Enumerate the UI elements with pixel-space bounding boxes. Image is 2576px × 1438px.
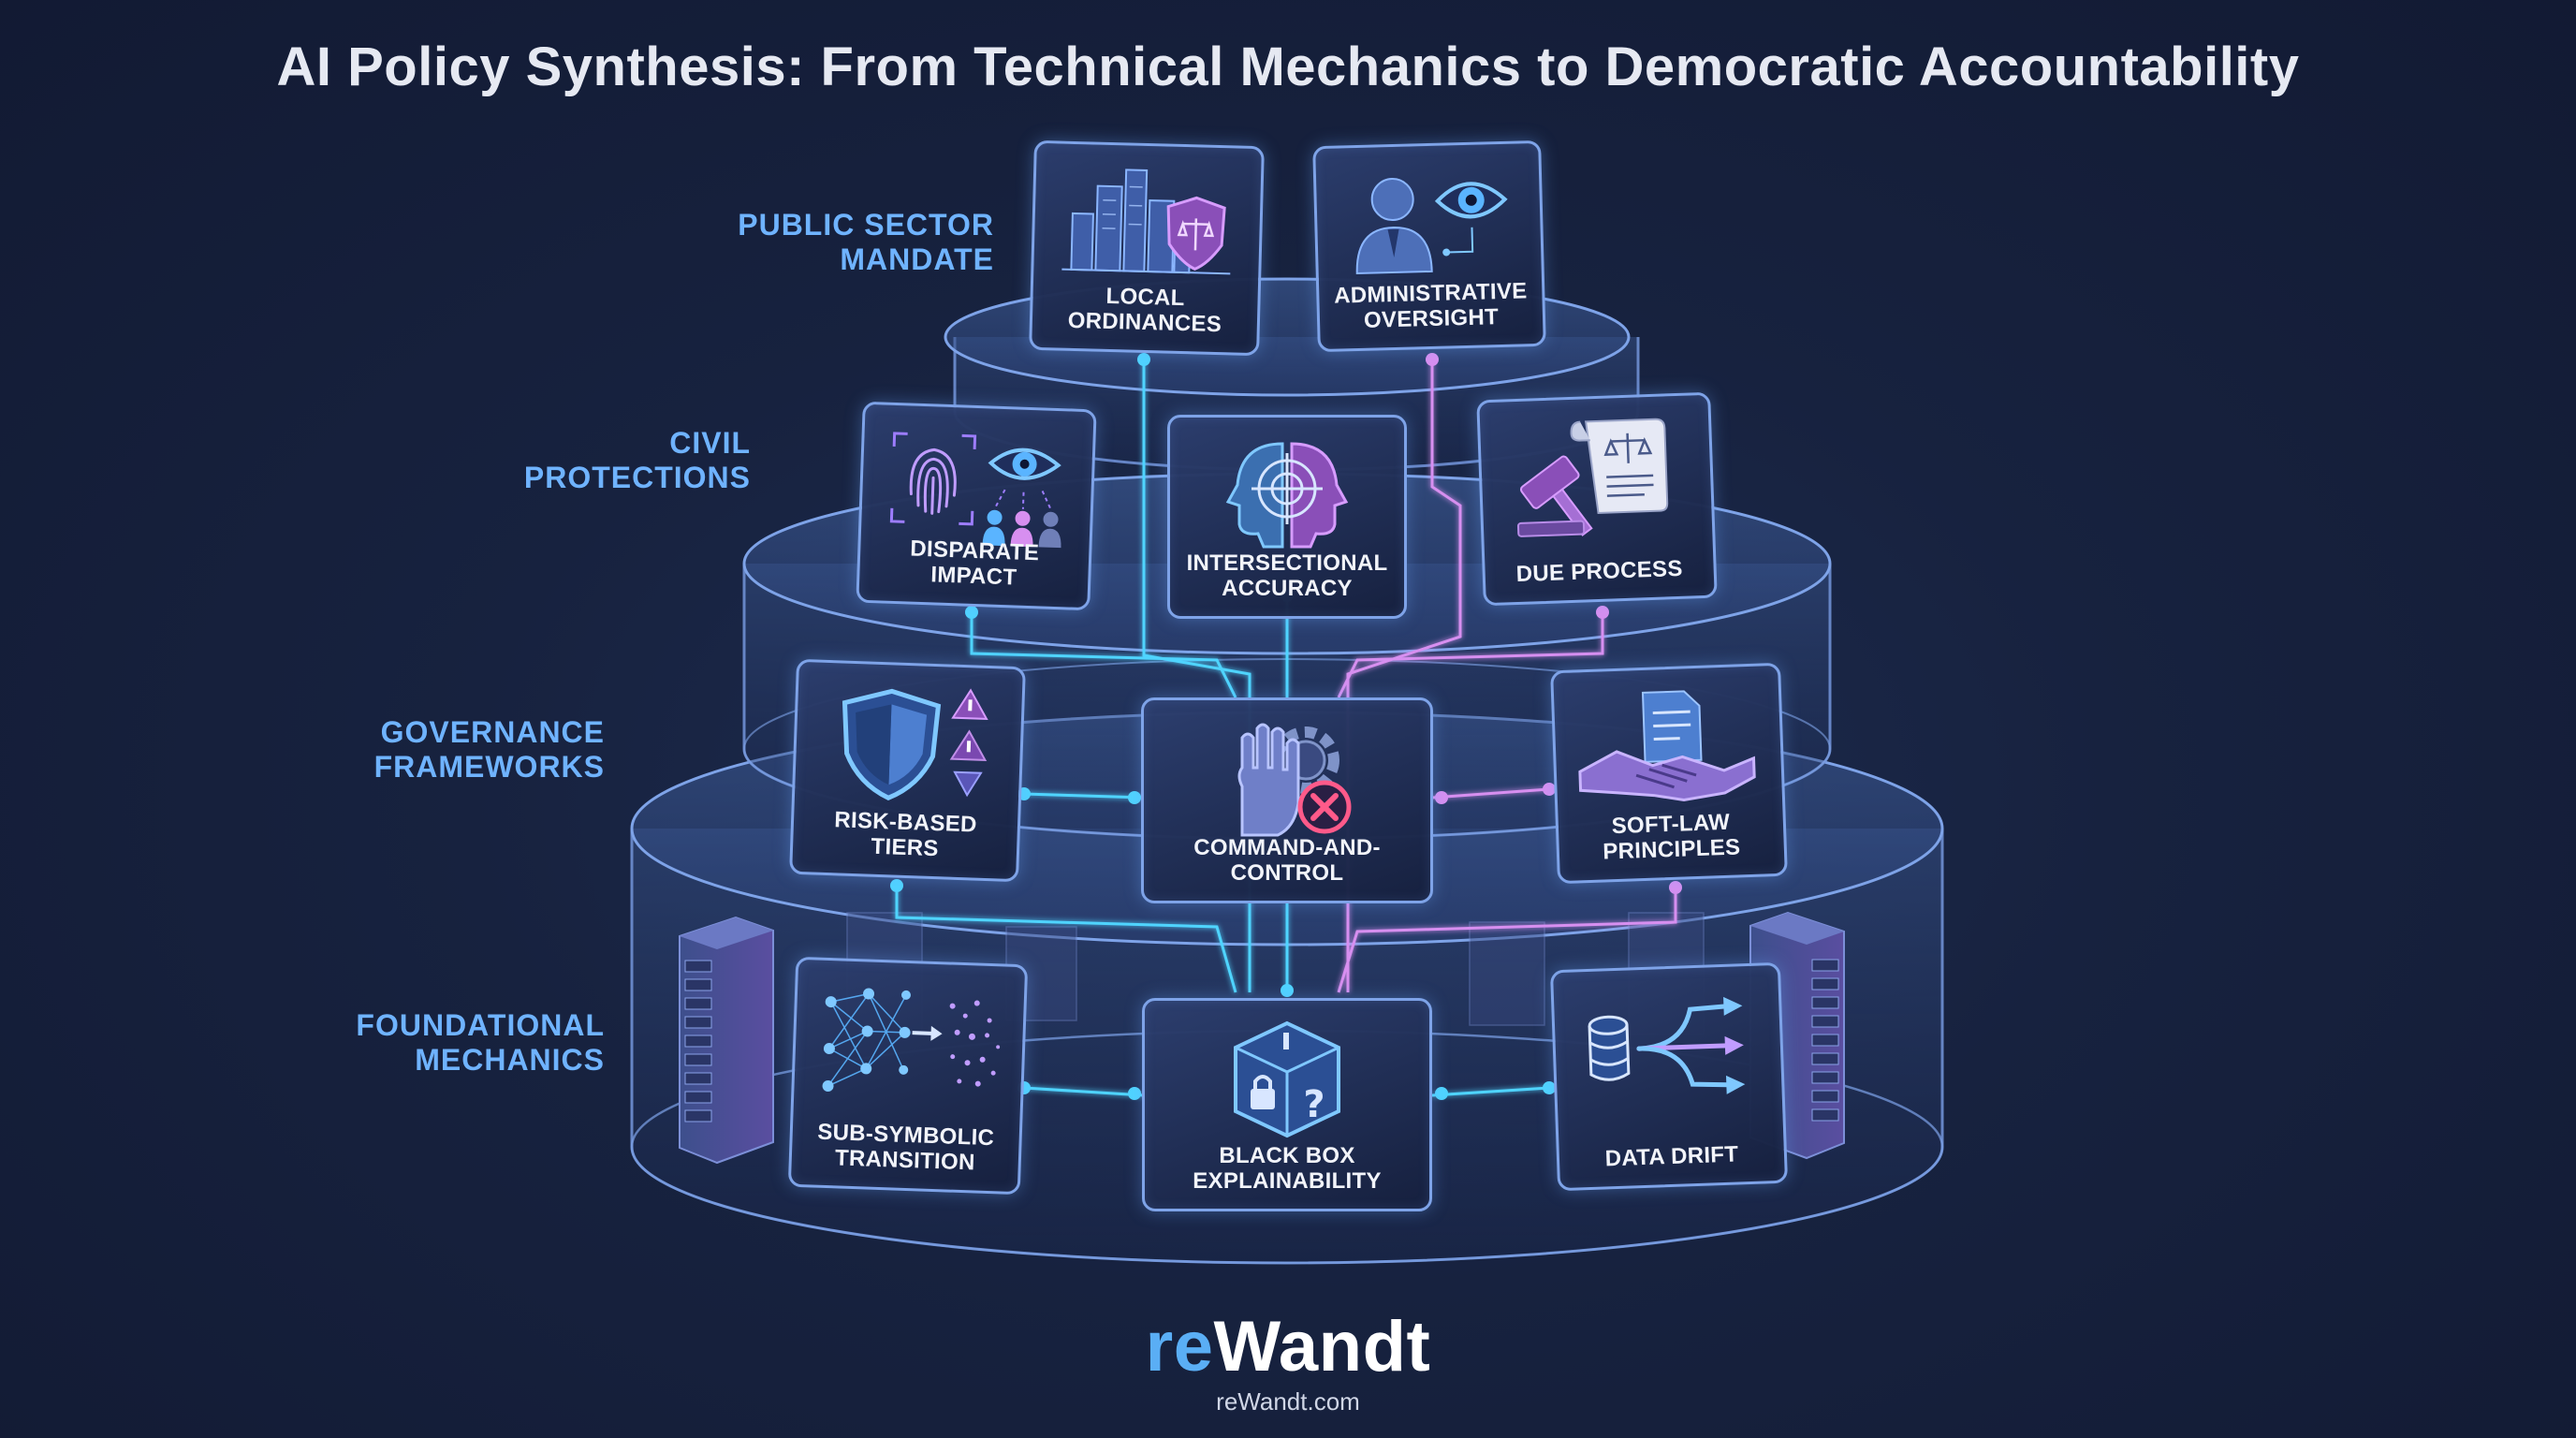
card-label: COMMAND-AND-CONTROL: [1149, 835, 1425, 886]
card-label: ADMINISTRATIVE OVERSIGHT: [1325, 278, 1537, 334]
card-label: LOCAL ORDINANCES: [1038, 282, 1252, 338]
card-data-drift: DATA DRIFT: [1549, 961, 1789, 1192]
card-black-box-explainability: ? BLACK BOX EXPLAINABILITY: [1142, 998, 1432, 1211]
official-eye-icon: [1316, 156, 1542, 288]
page-title: AI Policy Synthesis: From Technical Mech…: [276, 37, 2300, 97]
shield-warning-icon: [794, 675, 1022, 818]
card-label: DUE PROCESS: [1490, 555, 1708, 588]
locked-box-question-icon: ?: [1145, 1014, 1429, 1150]
tier-label-public-sector: PUBLIC SECTOR MANDATE: [601, 208, 994, 277]
database-branch-icon: [1554, 978, 1783, 1122]
card-command-and-control: COMMAND-AND-CONTROL: [1141, 697, 1433, 903]
svg-text:?: ?: [1303, 1083, 1325, 1126]
card-label-line: RISK-BASED TIERS: [833, 807, 978, 862]
head-target-icon: [1170, 431, 1404, 557]
brand-logo-prefix: re: [1145, 1307, 1214, 1387]
tier-label-line: MECHANICS: [415, 1043, 605, 1077]
card-label: INTERSECTIONAL ACCURACY: [1176, 550, 1398, 601]
card-label: SUB-SYMBOLIC TRANSITION: [797, 1119, 1014, 1177]
card-intersectional-accuracy: INTERSECTIONAL ACCURACY: [1167, 415, 1407, 619]
card-label-line: ACCURACY: [1222, 576, 1353, 601]
card-sub-symbolic-transition: SUB-SYMBOLIC TRANSITION: [787, 956, 1029, 1196]
tier-label-line: FRAMEWORKS: [373, 750, 605, 784]
tier-label-line: PUBLIC SECTOR: [738, 208, 994, 242]
card-label-line: COMMAND-AND-CONTROL: [1193, 835, 1381, 886]
neural-network-icon: [794, 973, 1025, 1116]
card-label-line: BLACK BOX: [1219, 1143, 1355, 1168]
card-label: DISPARATE IMPACT: [865, 535, 1084, 593]
brand-logo-suffix: Wandt: [1213, 1307, 1431, 1387]
brand-url[interactable]: reWandt.com: [1216, 1387, 1360, 1416]
card-risk-based-tiers: RISK-BASED TIERS: [789, 658, 1026, 883]
fingerprint-icon: [860, 418, 1093, 561]
tier-label-line: GOVERNANCE: [380, 715, 605, 749]
tier-label-civil: CIVIL PROTECTIONS: [358, 426, 751, 495]
card-label: SOFT-LAW PRINCIPLES: [1564, 808, 1779, 866]
card-administrative-oversight: ADMINISTRATIVE OVERSIGHT: [1312, 139, 1546, 353]
tier-label-foundational: FOUNDATIONAL MECHANICS: [212, 1008, 605, 1078]
card-label-line: EXPLAINABILITY: [1193, 1168, 1382, 1194]
city-skyline-icon: [1033, 156, 1261, 288]
brand-logo: reWandt: [0, 1306, 2576, 1387]
tier-label-line: CIVIL: [669, 426, 751, 460]
tier-label-governance: GOVERNANCE FRAMEWORKS: [212, 715, 605, 785]
card-label-line: DUE PROCESS: [1515, 555, 1684, 588]
card-label-line: DISPARATE IMPACT: [909, 536, 1040, 591]
hand-gear-stop-icon: [1144, 713, 1430, 849]
card-label-line: DATA DRIFT: [1604, 1141, 1739, 1172]
card-due-process: DUE PROCESS: [1476, 391, 1718, 607]
card-label: RISK-BASED TIERS: [798, 806, 1013, 864]
tier-label-line: FOUNDATIONAL: [356, 1008, 605, 1042]
card-soft-law-principles: SOFT-LAW PRINCIPLES: [1550, 662, 1788, 885]
tier-label-line: PROTECTIONS: [523, 461, 751, 494]
card-label-line: INTERSECTIONAL: [1186, 550, 1388, 576]
card-label: BLACK BOX EXPLAINABILITY: [1150, 1143, 1424, 1194]
card-label-line: ORDINANCES: [1067, 307, 1222, 338]
card-disparate-impact: DISPARATE IMPACT: [856, 401, 1097, 611]
card-local-ordinances: LOCAL ORDINANCES: [1029, 139, 1265, 357]
gavel-document-icon: [1480, 408, 1713, 551]
card-label: DATA DRIFT: [1565, 1140, 1779, 1173]
tier-label-line: MANDATE: [840, 242, 994, 276]
handshake-document-icon: [1554, 679, 1783, 822]
